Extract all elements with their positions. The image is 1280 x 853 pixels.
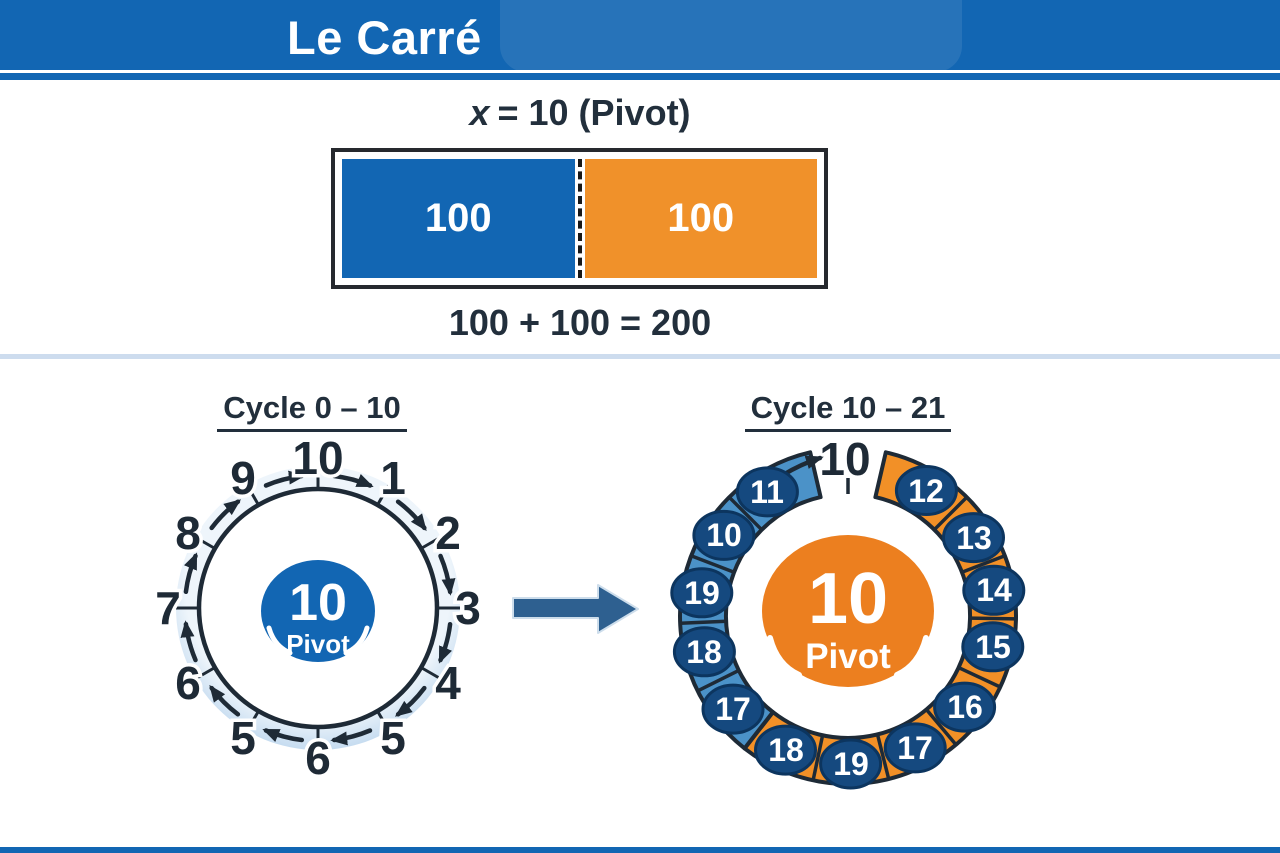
pivot-badge-orange: 10 Pivot bbox=[762, 535, 934, 687]
ring-badge bbox=[701, 683, 765, 735]
bottom-bar bbox=[0, 847, 1280, 853]
pivot-cup-left bbox=[767, 635, 802, 678]
ring-badge bbox=[692, 509, 756, 561]
pivot-label: Pivot bbox=[805, 637, 891, 676]
svg-text:16: 16 bbox=[947, 689, 983, 725]
right-cycle-title: Cycle 10 – 21 bbox=[668, 390, 1028, 432]
ring-badge bbox=[894, 465, 958, 516]
ring-badge bbox=[942, 512, 1005, 564]
svg-text:19: 19 bbox=[833, 746, 869, 782]
svg-text:19: 19 bbox=[684, 575, 720, 611]
pivot-badge-blue: 10 Pivot bbox=[261, 560, 375, 662]
ring-number: 4 bbox=[435, 657, 461, 709]
pivot-cup-right bbox=[343, 625, 370, 656]
clockwise-arrows bbox=[180, 470, 456, 746]
pivot-cup-right bbox=[894, 635, 929, 678]
ring-number: 2 bbox=[435, 507, 461, 559]
svg-text:17: 17 bbox=[897, 730, 933, 766]
ring-badge bbox=[672, 626, 736, 678]
ring-number: 6 bbox=[175, 657, 201, 709]
ring-number: 3 bbox=[455, 582, 481, 634]
formula-text: x= 10 (Pivot) bbox=[331, 92, 829, 134]
svg-text:14: 14 bbox=[976, 572, 1012, 608]
header-bar: Le Carré bbox=[0, 0, 1280, 80]
left-cycle-title: Cycle 0 – 10 bbox=[132, 390, 492, 432]
ring-number: 7 bbox=[155, 582, 181, 634]
ring-badge bbox=[961, 621, 1025, 673]
ring-badge bbox=[933, 681, 997, 733]
svg-text:10: 10 bbox=[706, 517, 742, 553]
left-cycle-diagram: 10 1 2 3 4 5 6 5 6 7 8 9 10 Pivot bbox=[152, 429, 485, 788]
ring-number: 1 bbox=[380, 452, 406, 504]
svg-text:13: 13 bbox=[956, 520, 992, 556]
square-orange-value: 100 bbox=[667, 196, 735, 240]
ring-badge bbox=[962, 564, 1026, 616]
svg-text:11: 11 bbox=[750, 474, 784, 510]
ring-number: 5 bbox=[230, 712, 256, 764]
pivot-value: 10 bbox=[808, 559, 888, 639]
page-title: Le Carré bbox=[287, 11, 482, 64]
ring-numbers: 10 1 2 3 4 5 6 5 6 7 8 9 bbox=[152, 429, 485, 788]
ring-number: 10 bbox=[292, 432, 343, 484]
ring-badge bbox=[754, 724, 817, 776]
svg-text:18: 18 bbox=[768, 732, 804, 768]
svg-text:17: 17 bbox=[715, 691, 751, 727]
square-blue-half: 100 bbox=[342, 159, 575, 278]
pivot-label: Pivot bbox=[286, 629, 350, 659]
svg-text:15: 15 bbox=[975, 629, 1011, 665]
formula-rest: = 10 (Pivot) bbox=[497, 92, 691, 133]
pivot-value: 10 bbox=[289, 574, 347, 632]
ring-badges: 12 13 14 15 16 17 19 18 17 18 19 10 11 bbox=[670, 465, 1026, 790]
right-cycle-diagram: 10 12 13 14 15 16 17 19 18 17 18 19 10 bbox=[670, 433, 1026, 790]
header-underline bbox=[0, 70, 1280, 73]
ring-number: 6 bbox=[305, 732, 331, 784]
square-blue-value: 100 bbox=[424, 196, 492, 240]
top-number: 10 bbox=[819, 433, 870, 485]
ring-badge bbox=[819, 738, 883, 790]
pivot-square-frame: 100 100 bbox=[331, 148, 828, 289]
section-divider bbox=[0, 354, 1280, 359]
square-dashed-divider bbox=[574, 159, 585, 278]
svg-text:12: 12 bbox=[908, 473, 944, 509]
ring-number: 9 bbox=[230, 452, 256, 504]
ring-badge bbox=[883, 722, 947, 774]
svg-text:18: 18 bbox=[686, 634, 722, 670]
formula-x: x bbox=[469, 92, 490, 133]
segment-divider-lines bbox=[680, 478, 1017, 781]
ring-badge bbox=[670, 567, 734, 619]
header-highlight bbox=[500, 0, 962, 72]
sum-text: 100 + 100 = 200 bbox=[448, 302, 712, 343]
pivot-cup-left bbox=[266, 625, 293, 656]
transition-arrow-icon bbox=[512, 584, 639, 634]
ring-number: 8 bbox=[175, 507, 201, 559]
square-orange-half: 100 bbox=[584, 159, 817, 278]
ring-number: 5 bbox=[380, 712, 406, 764]
ring-badge bbox=[735, 466, 799, 518]
